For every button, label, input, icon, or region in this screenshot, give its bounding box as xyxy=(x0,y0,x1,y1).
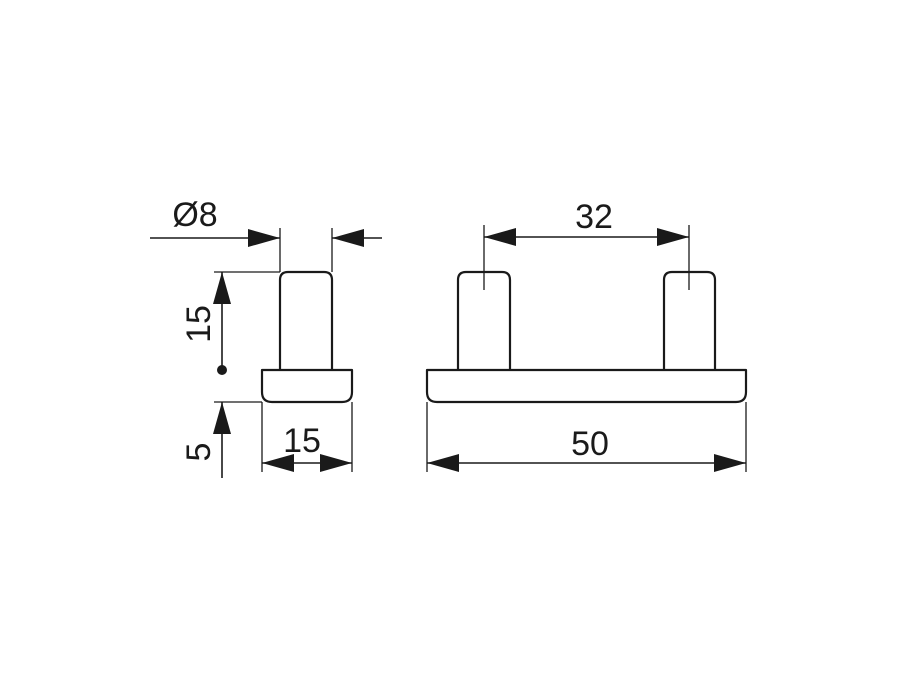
side-view-base xyxy=(260,368,354,404)
arrow-left-icon xyxy=(484,228,516,246)
arrow-right-icon xyxy=(714,454,746,472)
arrow-right-icon xyxy=(320,454,352,472)
base-thickness-dimension: 5 xyxy=(180,402,231,478)
base-thickness-label: 5 xyxy=(180,443,218,462)
arrow-right-icon xyxy=(657,228,689,246)
arrow-up-icon xyxy=(213,402,231,434)
front-view: 32 50 xyxy=(425,198,748,472)
arrow-left-icon xyxy=(262,454,294,472)
pin-spacing-dimension: 32 xyxy=(483,198,690,290)
side-width-dimension: 15 xyxy=(261,402,353,472)
front-view-base xyxy=(425,368,748,404)
side-width-label: 15 xyxy=(283,422,321,460)
dimension-dot xyxy=(217,365,227,375)
arrow-up-icon xyxy=(213,272,231,304)
overall-length-dimension: 50 xyxy=(426,402,747,472)
arrow-left-icon xyxy=(427,454,459,472)
diameter-dimension: Ø8 xyxy=(150,196,382,272)
arrow-right-icon xyxy=(248,229,280,247)
pin-spacing-label: 32 xyxy=(575,198,613,236)
side-view-pin xyxy=(278,270,334,370)
arrow-left-icon xyxy=(332,229,364,247)
diameter-label: Ø8 xyxy=(172,196,217,234)
overall-length-label: 50 xyxy=(571,425,609,463)
pin-height-label: 15 xyxy=(180,305,218,343)
side-view: Ø8 15 5 15 xyxy=(150,196,382,478)
